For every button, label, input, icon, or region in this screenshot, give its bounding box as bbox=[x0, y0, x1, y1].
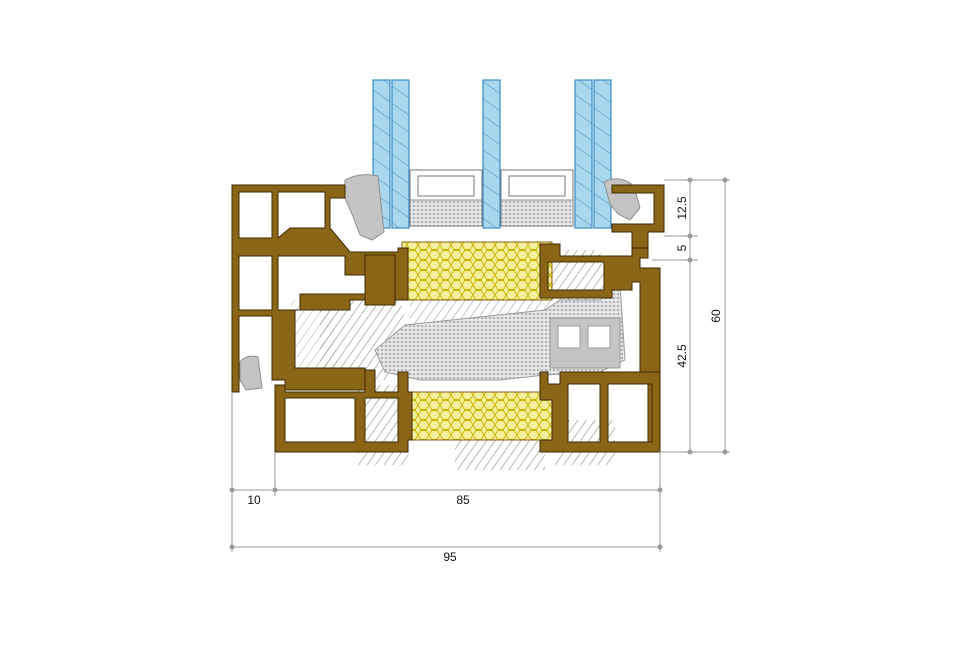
hatch-area-left-far bbox=[290, 300, 340, 380]
glass-pane-middle bbox=[482, 79, 501, 229]
dim-label-left-offset: 10 bbox=[247, 493, 261, 507]
dim-label-total-height: 60 bbox=[709, 309, 723, 323]
frame-gasket bbox=[239, 355, 263, 391]
frame-profile-lower bbox=[274, 369, 413, 453]
thermal-break-profile bbox=[374, 284, 626, 381]
dim-label-profile-depth: 85 bbox=[456, 493, 470, 507]
insulation-lower bbox=[411, 391, 553, 441]
thermal-insulation bbox=[401, 241, 553, 441]
glass-pane-outer-right bbox=[391, 79, 410, 229]
spacer-left-desiccant bbox=[409, 199, 483, 227]
frame-glazing-bead bbox=[611, 184, 665, 249]
aluminium-frame bbox=[231, 184, 665, 453]
glazing-spacers bbox=[409, 169, 574, 227]
hatch-area-lower-middle bbox=[455, 440, 545, 470]
frame-profile-lower-right bbox=[539, 371, 661, 453]
dim-label-gap: 5 bbox=[675, 244, 689, 251]
sash-profile-outer bbox=[231, 184, 409, 393]
glass-pane-inner-left bbox=[574, 79, 593, 229]
dim-label-glazing-bead: 12.5 bbox=[675, 196, 689, 220]
glazing-gasket-outer bbox=[343, 174, 385, 241]
glass-pane-inner-right bbox=[593, 79, 612, 229]
spacer-right-desiccant bbox=[500, 199, 574, 227]
dim-label-sash-height: 42.5 bbox=[675, 344, 689, 368]
dimension-labels: 12.5 5 42.5 60 10 85 95 bbox=[247, 196, 723, 564]
triple-glazing bbox=[372, 79, 612, 229]
dimension-lines bbox=[229, 177, 730, 552]
dim-label-total-width: 95 bbox=[443, 550, 457, 564]
insulation-upper bbox=[401, 241, 553, 301]
sash-core bbox=[364, 254, 396, 306]
